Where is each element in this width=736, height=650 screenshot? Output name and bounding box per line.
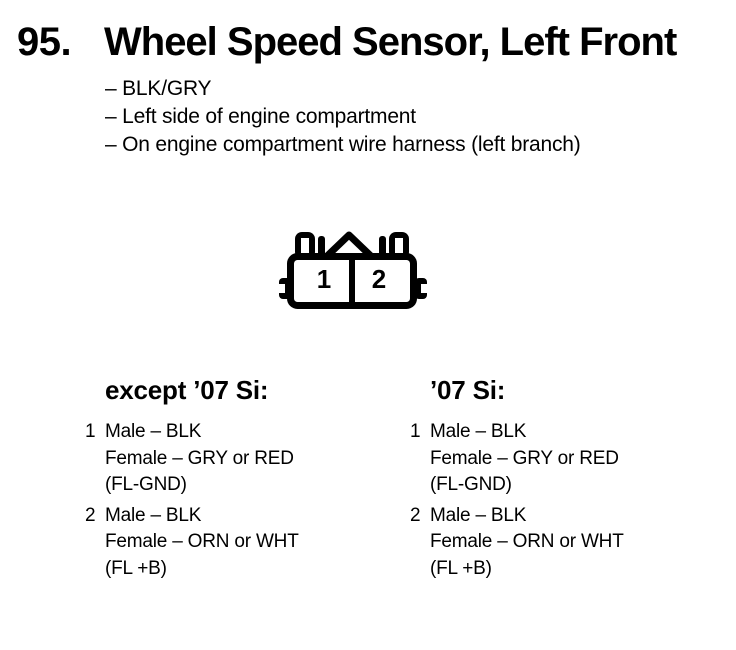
cavity-number: 1 (410, 421, 421, 442)
top-left-tab-icon (295, 232, 325, 259)
pin-line-male: Male – BLK (105, 421, 202, 442)
pin-line-circuit: (FL +B) (430, 557, 492, 579)
right-latch-icon (415, 278, 427, 299)
pin-line-female: Female – GRY or RED (430, 447, 619, 469)
page-title: Wheel Speed Sensor, Left Front (104, 20, 677, 64)
pinout-heading: ’07 Si: (430, 375, 506, 405)
detail-wire-color: – BLK/GRY (105, 77, 212, 100)
cavity-2-label: 2 (372, 264, 386, 294)
pin-line-female: Female – ORN or WHT (105, 531, 299, 552)
cavity-1-label: 1 (317, 264, 331, 294)
detail-location: – Left side of engine compartment (105, 105, 416, 128)
pinout-except-07-si: except ’07 Si: 1 Male – BLK Female – GRY… (85, 374, 299, 586)
pinout-heading: except ’07 Si: (105, 375, 269, 405)
pinout-entry-1: 1 Male – BLK Female – GRY or RED (FL-GND… (85, 419, 299, 499)
pinout-07-si: ’07 Si: 1 Male – BLK Female – GRY or RED… (410, 374, 624, 586)
pin-line-male: Male – BLK (430, 504, 527, 526)
pin-line-circuit: (FL +B) (105, 557, 167, 579)
pin-line-circuit: (FL-GND) (430, 474, 512, 495)
connector-diagram-icon: 1 2 (279, 231, 427, 309)
pin-line-male: Male – BLK (105, 504, 202, 526)
pin-line-female: Female – GRY or RED (105, 447, 294, 469)
sensor-details: – BLK/GRY – Left side of engine compartm… (105, 75, 581, 159)
pin-line-female: Female – ORN or WHT (430, 531, 624, 552)
cavity-number: 2 (85, 504, 96, 526)
pin-line-male: Male – BLK (430, 421, 527, 442)
detail-harness: – On engine compartment wire harness (le… (105, 133, 581, 156)
pinout-entry-2: 2 Male – BLK Female – ORN or WHT (FL +B) (85, 503, 299, 583)
cavity-number: 1 (85, 421, 96, 442)
pinout-entry-1: 1 Male – BLK Female – GRY or RED (FL-GND… (410, 419, 624, 499)
pin-line-circuit: (FL-GND) (105, 474, 187, 495)
item-number: 95. (17, 20, 72, 64)
pinout-entry-2: 2 Male – BLK Female – ORN or WHT (FL +B) (410, 503, 624, 583)
cavity-number: 2 (410, 504, 421, 526)
